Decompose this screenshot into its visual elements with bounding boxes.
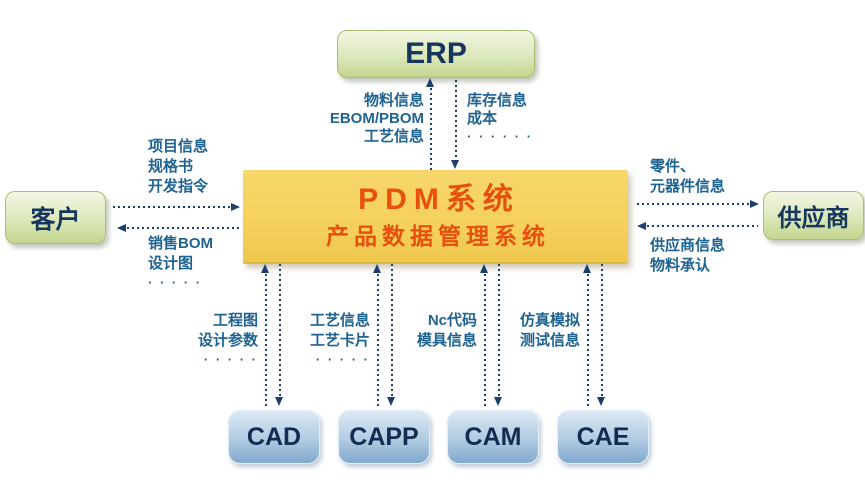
- pdm-title: PDM系统: [358, 183, 520, 216]
- pdm-subtitle: 产品数据管理系统: [326, 223, 550, 249]
- flow-label: 物料信息: [363, 92, 424, 109]
- flow-label: 库存信息: [467, 92, 528, 109]
- flow-labels-erp-to-pdm: 库存信息 成本 · · · · · ·: [467, 92, 533, 146]
- cam-label: CAM: [464, 422, 522, 451]
- arrow-down-icon: [451, 160, 459, 169]
- dashed-line-pdm-to-customer: [127, 227, 241, 229]
- flow-labels-supplier-to-pdm: 供应商信息 物料承认: [650, 236, 725, 276]
- flow-labels-pdm-to-customer: 销售BOM 设计图 · · · · ·: [148, 234, 213, 292]
- arrow-right-icon: [750, 200, 759, 208]
- flow-label: 零件、: [650, 158, 696, 175]
- cad-label: CAD: [246, 422, 302, 451]
- dashed-line-supplier-to-pdm: [647, 225, 758, 227]
- node-pdm: PDM系统 产品数据管理系统: [243, 170, 628, 264]
- node-capp: CAPP: [338, 410, 430, 464]
- arrow-up-icon: [583, 264, 591, 273]
- flow-label: 测试信息: [519, 332, 580, 349]
- dashed-line-cad-to-pdm: [265, 274, 267, 406]
- supplier-label: 供应商: [777, 205, 850, 232]
- flow-label: 设计图: [148, 255, 194, 272]
- capp-label: CAPP: [349, 422, 419, 451]
- node-cae: CAE: [557, 410, 649, 464]
- flow-labels-pdm-capp: 工艺信息 工艺卡片 · · · · ·: [262, 311, 370, 369]
- dashed-line-capp-to-pdm: [377, 274, 379, 406]
- ellipsis-dots: · · · · ·: [203, 352, 258, 367]
- flow-label: 供应商信息: [650, 237, 726, 254]
- customer-label: 客户: [30, 205, 81, 234]
- dashed-line-cam-to-pdm: [484, 274, 486, 406]
- flow-labels-pdm-cae: 仿真模拟 测试信息: [472, 311, 580, 351]
- node-cam: CAM: [447, 410, 539, 464]
- ellipsis-dots: · · · · ·: [315, 352, 370, 367]
- flow-label: 规格书: [148, 158, 194, 175]
- node-erp: ERP: [337, 30, 535, 78]
- arrow-up-icon: [261, 264, 269, 273]
- dashed-line-pdm-to-cad: [279, 264, 281, 396]
- ellipsis-dots: · · · · ·: [148, 275, 203, 290]
- flow-labels-pdm-cad: 工程图 设计参数 · · · · ·: [150, 311, 258, 369]
- node-customer: 客户: [5, 191, 106, 244]
- arrow-down-icon: [275, 397, 283, 406]
- ellipsis-dots: · · · · · ·: [467, 129, 534, 144]
- flow-label: 仿真模拟: [519, 312, 580, 329]
- erp-label: ERP: [405, 37, 467, 70]
- flow-labels-customer-to-pdm: 项目信息 规格书 开发指令: [148, 137, 208, 197]
- flow-label: 项目信息: [148, 138, 209, 155]
- arrow-down-icon: [494, 397, 502, 406]
- dashed-line-pdm-to-erp: [430, 88, 432, 170]
- flow-label: 模具信息: [416, 332, 477, 349]
- node-cad: CAD: [228, 410, 320, 464]
- flow-label: 销售BOM: [148, 235, 213, 252]
- flow-label: 设计参数: [197, 332, 258, 349]
- dashed-line-erp-to-pdm: [455, 80, 457, 160]
- dashed-line-pdm-to-cae: [601, 264, 603, 396]
- flow-labels-pdm-to-supplier: 零件、 元器件信息: [650, 157, 725, 197]
- flow-label: 工艺卡片: [309, 332, 370, 349]
- flow-label: 成本: [467, 110, 498, 127]
- dashed-line-pdm-to-capp: [391, 264, 393, 396]
- flow-label: EBOM/PBOM: [329, 110, 424, 127]
- arrow-left-icon: [637, 222, 646, 230]
- flow-labels-pdm-to-erp: 物料信息 EBOM/PBOM 工艺信息: [300, 92, 424, 146]
- node-supplier: 供应商: [763, 191, 864, 240]
- arrow-left-icon: [117, 224, 126, 232]
- arrow-down-icon: [387, 397, 395, 406]
- flow-label: Nc代码: [427, 312, 477, 329]
- arrow-down-icon: [597, 397, 605, 406]
- dashed-line-pdm-to-cam: [498, 264, 500, 396]
- arrow-right-icon: [231, 203, 240, 211]
- dashed-line-cae-to-pdm: [587, 274, 589, 406]
- flow-label: 物料承认: [650, 257, 711, 274]
- flow-label: 工艺信息: [309, 312, 370, 329]
- arrow-up-icon: [373, 264, 381, 273]
- flow-label: 开发指令: [148, 178, 209, 195]
- flow-labels-pdm-cam: Nc代码 模具信息: [369, 311, 477, 351]
- dashed-line-pdm-to-supplier: [637, 203, 750, 205]
- flow-label: 元器件信息: [650, 178, 726, 195]
- arrow-up-icon: [426, 78, 434, 87]
- flow-label: 工艺信息: [363, 128, 424, 145]
- arrow-up-icon: [480, 264, 488, 273]
- cae-label: CAE: [576, 422, 630, 451]
- dashed-line-customer-to-pdm: [113, 206, 231, 208]
- flow-label: 工程图: [212, 312, 258, 329]
